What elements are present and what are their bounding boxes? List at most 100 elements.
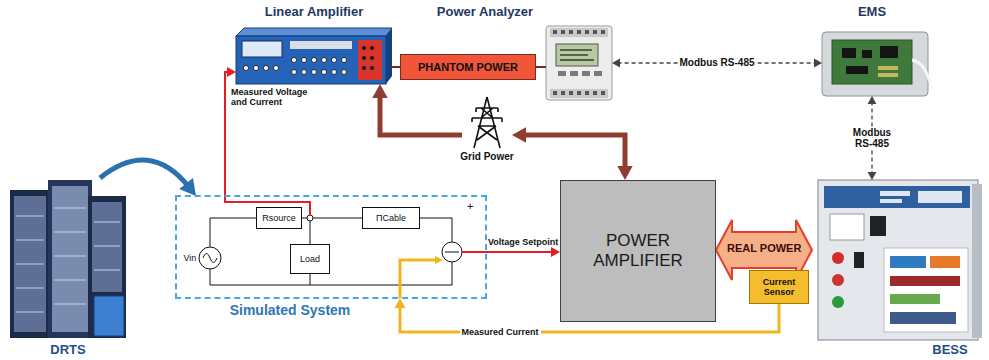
circuit-wire-part: [210, 218, 256, 247]
measured-current-head: [435, 256, 443, 264]
power-analyzer-picture-part-part: [570, 71, 578, 76]
linear-amplifier-picture-part-part: [370, 66, 374, 70]
bess-picture-part-part: [918, 191, 962, 203]
power-analyzer-picture-part: [546, 26, 612, 100]
drts-picture-part-part: [94, 270, 120, 271]
linear-amplifier-picture-part-part: [273, 65, 278, 70]
drts-picture-part: [94, 296, 124, 336]
edge-label: Modbus RS-485: [845, 127, 899, 150]
node-title: EMS: [832, 4, 912, 19]
power-analyzer-picture-part-part: [601, 30, 605, 34]
edge-label: REAL POWER: [727, 242, 801, 255]
arrow-head: [227, 67, 236, 77]
power-analyzer-picture-part-part: [558, 71, 566, 76]
linear-amplifier-picture-part-part: [263, 65, 268, 70]
connector: [392, 67, 400, 68]
power-analyzer-picture-part: [558, 71, 602, 76]
ems-picture-part-part: [862, 50, 872, 58]
drts-picture-part-part: [54, 208, 86, 209]
measured-current-wire: [400, 260, 436, 298]
power-analyzer-picture-part-part: [593, 91, 597, 95]
power-analyzer-picture-part-part: [593, 30, 597, 34]
bess-picture-part: [870, 216, 886, 236]
bess-picture-part: [880, 191, 962, 203]
voltage-source-symbol-part: [203, 254, 217, 263]
connector-line: [486, 251, 554, 253]
arrow-head: [372, 84, 387, 98]
junction-dot: [307, 215, 313, 221]
arrow-head: [868, 172, 877, 180]
edge-label: Measured Current: [460, 327, 541, 337]
edge-label: Voltage Setpoint: [488, 237, 558, 247]
device-picture: Power Analyzer: [546, 26, 612, 100]
linear-amplifier-picture-part-part: [370, 56, 374, 60]
box-label: Rsource: [262, 213, 296, 223]
connector-line: [392, 66, 400, 68]
linear-amplifier-picture-part-part: [321, 69, 326, 74]
box-label: POWER AMPLIFIER: [582, 231, 694, 272]
linear-amplifier-picture-part: [236, 36, 386, 84]
bess-picture-part: [890, 312, 956, 324]
box-label: ΠCable: [376, 213, 406, 223]
power-analyzer-picture-part-part: [560, 54, 588, 55]
symbol-label: Vin: [184, 253, 197, 263]
connector: [536, 67, 546, 68]
bess-picture-part: [972, 184, 982, 338]
power-analyzer-picture-part-part: [585, 30, 589, 34]
dashed-region: Simulated SystemRsourceΠCableLoad: [176, 196, 486, 298]
linear-amplifier-picture-part: [362, 46, 374, 70]
power-analyzer-picture-part: [556, 44, 598, 66]
device-picture: BESS: [812, 180, 985, 340]
linear-amplifier-picture-part: [358, 40, 382, 80]
node-title: Power Analyzer: [415, 4, 555, 19]
process-box: POWER AMPLIFIER: [560, 180, 716, 322]
bess-picture: [818, 180, 982, 340]
bess-picture-part: [818, 180, 978, 340]
connector-line: [225, 72, 230, 196]
grid-tower-icon: [472, 97, 502, 148]
power-analyzer-picture-part-part: [577, 91, 581, 95]
drts-picture-part-part: [54, 256, 86, 257]
edge-label: Measured Voltage and Current: [231, 87, 315, 108]
drts-picture-part: [14, 196, 46, 332]
bess-picture-part: [890, 294, 940, 304]
box-label: Load: [300, 254, 320, 264]
ems-picture-part-part: [878, 66, 898, 70]
linear-amplifier-picture-part-part: [311, 57, 316, 62]
bess-picture-part: [830, 214, 864, 240]
arrow-head: [179, 178, 196, 196]
linear-amplifier-picture-part-part: [362, 66, 366, 70]
power-analyzer-picture-part: [550, 89, 608, 98]
bess-picture-part: [930, 256, 960, 268]
drts-picture-part-part: [94, 222, 120, 223]
node-title: BESS: [910, 342, 989, 357]
connector-line: [536, 66, 546, 68]
linear-amplifier-picture-part-part: [341, 69, 346, 74]
ems-picture-part-part: [846, 66, 868, 74]
drts-picture-part: [88, 196, 126, 338]
arrow-head: [512, 127, 526, 142]
linear-amplifier-picture: [236, 28, 392, 84]
circuit-wire-part: [420, 218, 452, 242]
linear-amplifier-picture-part-part: [311, 69, 316, 74]
drts-picture-part: [52, 186, 88, 332]
power-analyzer-picture-part-part: [577, 30, 581, 34]
bess-picture-part: [890, 276, 960, 286]
linear-amplifier-picture-part: [386, 28, 392, 84]
node-title: DRTS: [8, 342, 128, 357]
setpoint-wire: [462, 251, 486, 253]
bess-picture-part: [832, 274, 844, 286]
power-analyzer-picture-part: [560, 50, 594, 60]
ems-picture: [822, 32, 930, 96]
drts-picture-part-part: [16, 264, 44, 265]
power-analyzer-picture-part-part: [553, 91, 557, 95]
linear-amplifier-picture-part: [290, 41, 352, 49]
drts-picture-part-part: [54, 280, 86, 281]
power-analyzer-picture-part-part: [569, 30, 573, 34]
drts-picture-part: [10, 190, 50, 338]
bess-picture-part-part: [880, 199, 902, 203]
resistor-box: Rsource: [256, 207, 302, 229]
grid-tower-icon-part: [472, 97, 502, 148]
linear-amplifier-picture-part-part: [243, 65, 248, 70]
voltage-source-symbol-part: [199, 247, 221, 269]
